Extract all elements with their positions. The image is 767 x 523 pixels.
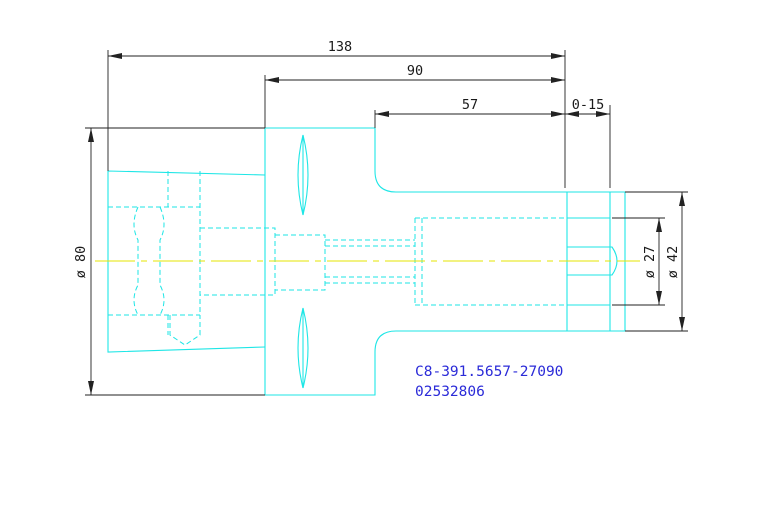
part-number: C8-391.5657-27090 — [415, 364, 563, 380]
dim-adjustment-range: 0-15 — [572, 97, 605, 113]
dim-body-diameter: ø 80 — [73, 246, 89, 279]
hidden-lines — [108, 171, 567, 346]
dim-overall-length: 138 — [328, 39, 352, 55]
order-number: 02532806 — [415, 384, 485, 400]
dim-shank-to-end: 57 — [462, 97, 478, 113]
dim-pilot-diameter: ø 42 — [665, 246, 681, 279]
dim-flange-to-end: 90 — [407, 63, 423, 79]
dimension-lines — [85, 50, 688, 396]
tool-holder-outline — [107, 127, 626, 396]
dim-bore-diameter: ø 27 — [642, 246, 658, 279]
